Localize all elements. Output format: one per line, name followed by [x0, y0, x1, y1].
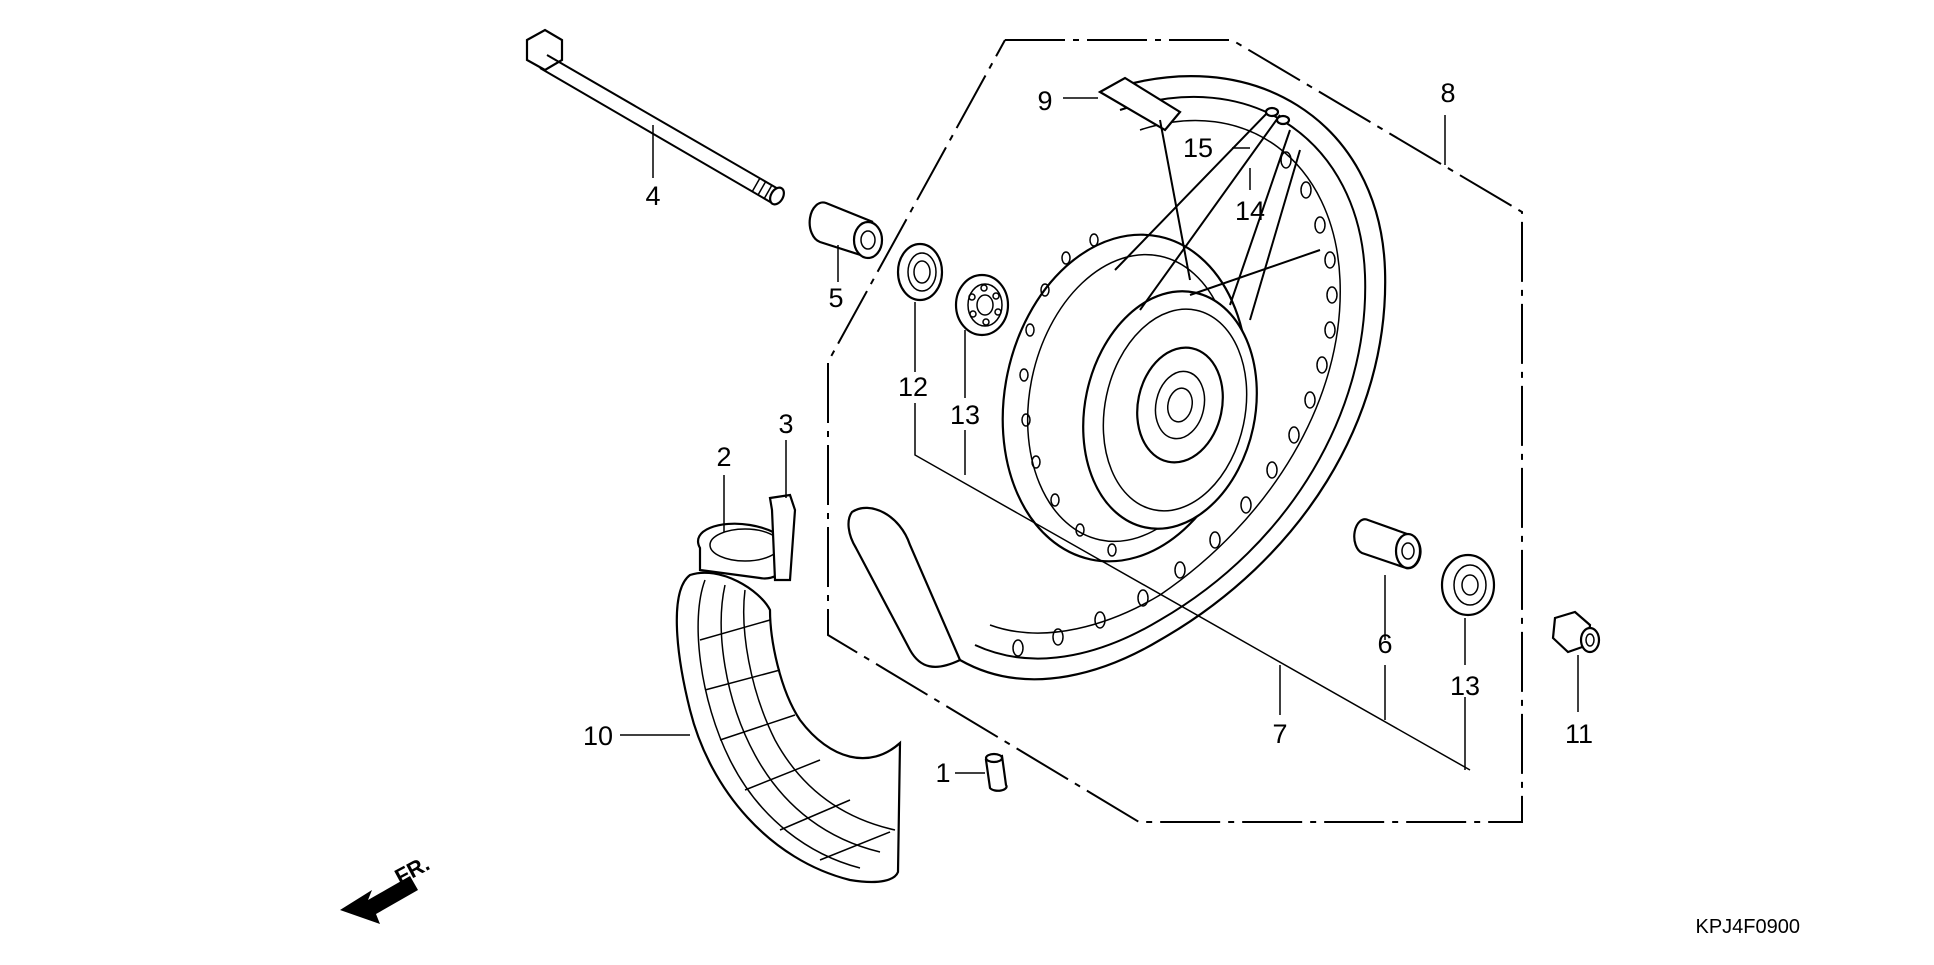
axle-bolt — [525, 28, 785, 206]
dust-seal — [896, 242, 944, 302]
callout-10: 10 — [583, 721, 613, 751]
valve-cap — [984, 752, 1008, 792]
callout-8: 8 — [1440, 78, 1455, 108]
callout-11: 11 — [1565, 719, 1593, 749]
callout-6: 6 — [1377, 629, 1392, 659]
disc-holes — [1019, 233, 1117, 557]
wheel-bearing-right — [1440, 553, 1496, 617]
callout-1: 1 — [935, 758, 950, 788]
callout-4: 4 — [645, 181, 660, 211]
callout-15: 15 — [1183, 133, 1213, 163]
axle-collar — [808, 201, 884, 260]
rim-spoke-holes — [1012, 151, 1338, 657]
callout-9: 9 — [1037, 86, 1052, 116]
tire — [675, 571, 902, 884]
diagram-code: KPJ4F0900 — [1695, 916, 1800, 938]
callout-12: 12 — [898, 372, 928, 402]
leader-lines — [620, 97, 1579, 774]
axle-nut — [1551, 610, 1601, 654]
callout-3: 3 — [778, 409, 793, 439]
spokes — [1114, 106, 1321, 321]
wheel-hub — [1001, 233, 1258, 563]
callout-2: 2 — [716, 442, 731, 472]
callout-13-left: 13 — [950, 400, 980, 430]
assembly-boundary — [827, 39, 1523, 823]
callout-13-right: 13 — [1450, 671, 1480, 701]
callout-5: 5 — [828, 283, 843, 313]
callout-7: 7 — [1272, 719, 1287, 749]
callout-14: 14 — [1235, 196, 1265, 226]
wheel-bearing-left — [954, 273, 1010, 337]
front-direction-arrow: FR. — [340, 851, 434, 924]
right-collar — [1353, 518, 1422, 570]
rim-band — [768, 493, 797, 582]
callouts: 1 2 3 4 5 6 7 8 9 10 11 12 13 13 14 15 — [583, 78, 1593, 788]
